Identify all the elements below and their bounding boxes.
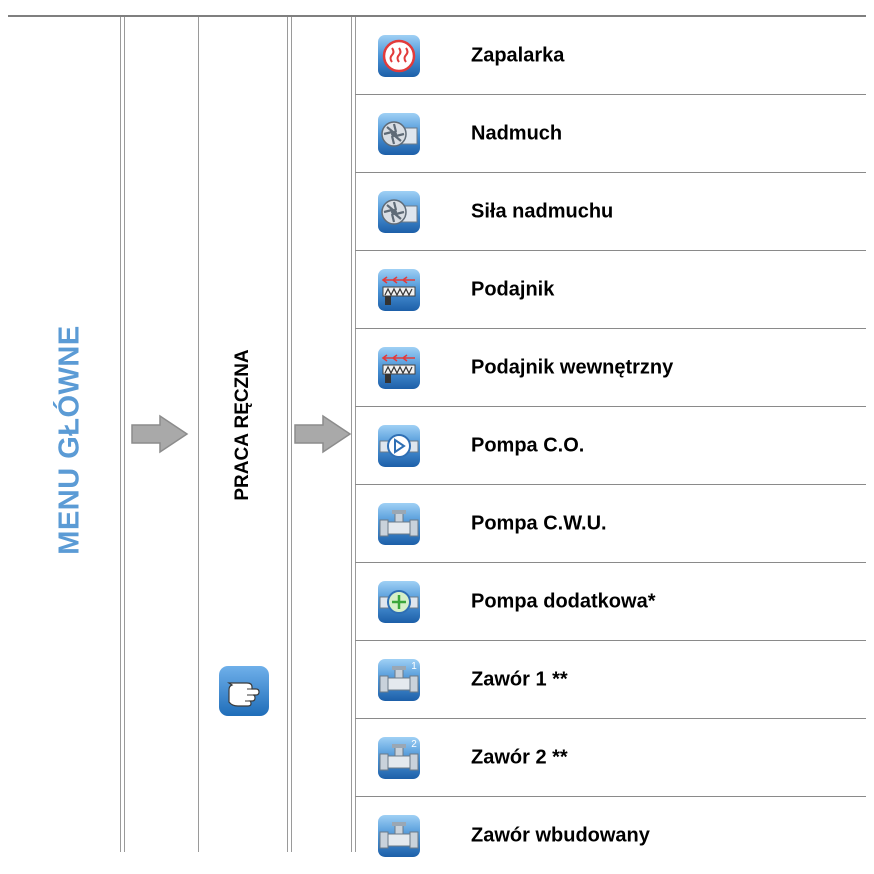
heater-icon: [377, 34, 421, 78]
column-divider: [351, 17, 352, 852]
menu-item-label: Pompa dodatkowa*: [471, 590, 656, 612]
column-divider: [287, 17, 288, 852]
menu-item[interactable]: Siła nadmuchu: [355, 173, 866, 251]
pump-plus-icon: [377, 580, 421, 624]
menu-item[interactable]: 22 Zawór 2 **: [355, 719, 866, 797]
column-divider: [355, 17, 356, 852]
menu-item[interactable]: 11 Zawór 1 **: [355, 641, 866, 719]
pump-icon: [377, 424, 421, 468]
top-rule: [8, 15, 866, 17]
menu-item[interactable]: Nadmuch: [355, 95, 866, 173]
valve-icon: [377, 502, 421, 546]
menu-item-label: Podajnik wewnętrzny: [471, 356, 674, 378]
arrow-right-icon: [131, 414, 189, 454]
menu-item[interactable]: Podajnik wewnętrzny: [355, 329, 866, 407]
svg-text:1: 1: [411, 661, 417, 672]
column-divider: [124, 17, 125, 852]
menu-item-label: Zawór wbudowany: [471, 824, 650, 846]
menu-item-label: Siła nadmuchu: [471, 200, 614, 222]
valve-1-icon: 11: [377, 658, 421, 702]
column-divider: [120, 17, 121, 852]
menu-item[interactable]: Zawór wbudowany: [355, 797, 866, 874]
menu-item[interactable]: Pompa C.W.U.: [355, 485, 866, 563]
column-divider: [291, 17, 292, 852]
menu-item-label: Zawór 2 **: [471, 746, 568, 768]
svg-text:2: 2: [411, 739, 417, 750]
feeder-icon: [377, 268, 421, 312]
menu-list: Zapalarka Nadmuch Siła nadmuchu Podajnik…: [355, 17, 866, 874]
column-divider: [198, 17, 199, 852]
section-title: PRACA RĘCZNA: [232, 349, 253, 501]
menu-item[interactable]: Pompa dodatkowa*: [355, 563, 866, 641]
hand-icon: [219, 666, 269, 716]
menu-item-label: Zapalarka: [471, 44, 565, 66]
menu-item[interactable]: Zapalarka: [355, 17, 866, 95]
feeder-icon: [377, 346, 421, 390]
fan-icon: [377, 190, 421, 234]
menu-item[interactable]: Pompa C.O.: [355, 407, 866, 485]
menu-item-label: Pompa C.W.U.: [471, 512, 607, 534]
menu-item-label: Pompa C.O.: [471, 434, 585, 456]
menu-title: MENU GŁÓWNE: [53, 325, 86, 555]
menu-item-label: Nadmuch: [471, 122, 563, 144]
menu-item-label: Podajnik: [471, 278, 555, 300]
fan-icon: [377, 112, 421, 156]
valve-2-icon: 22: [377, 736, 421, 780]
arrow-right-icon: [294, 414, 352, 454]
valve-icon: [377, 814, 421, 858]
menu-item[interactable]: Podajnik: [355, 251, 866, 329]
menu-item-label: Zawór 1 **: [471, 668, 568, 690]
